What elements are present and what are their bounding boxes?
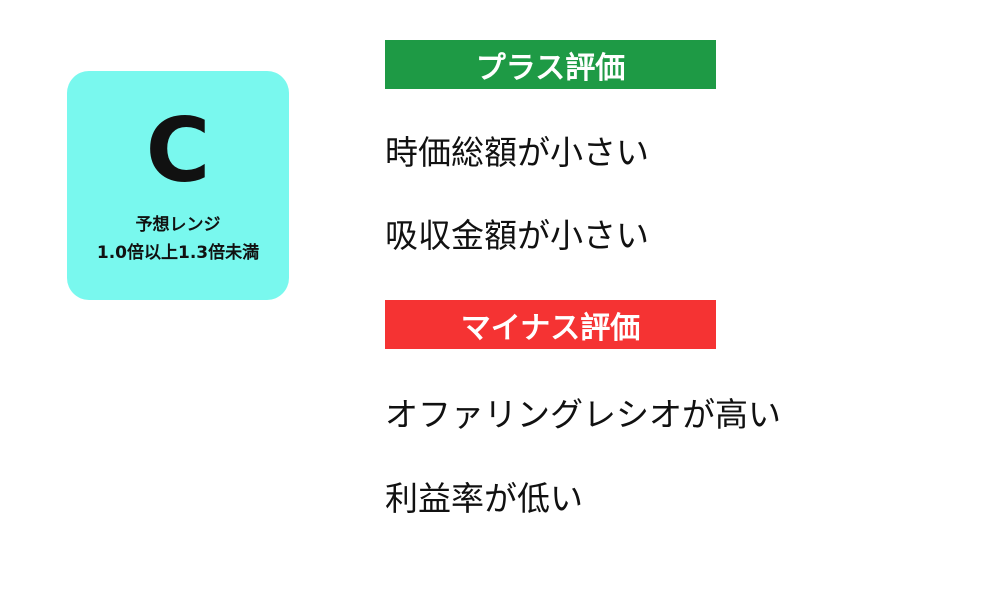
plus-item: 時価総額が小さい — [385, 133, 649, 172]
grade-label: 予想レンジ — [135, 215, 221, 235]
plus-item: 吸収金額が小さい — [385, 216, 649, 255]
grade-card: C 予想レンジ 1.0倍以上1.3倍未満 — [67, 71, 289, 300]
grade-letter: C — [145, 99, 211, 202]
minus-item: オファリングレシオが高い — [385, 395, 781, 434]
grade-range: 1.0倍以上1.3倍未満 — [96, 243, 260, 263]
minus-item: 利益率が低い — [385, 479, 583, 518]
minus-section-header: マイナス評価 — [385, 300, 716, 349]
plus-section-header: プラス評価 — [385, 40, 716, 89]
